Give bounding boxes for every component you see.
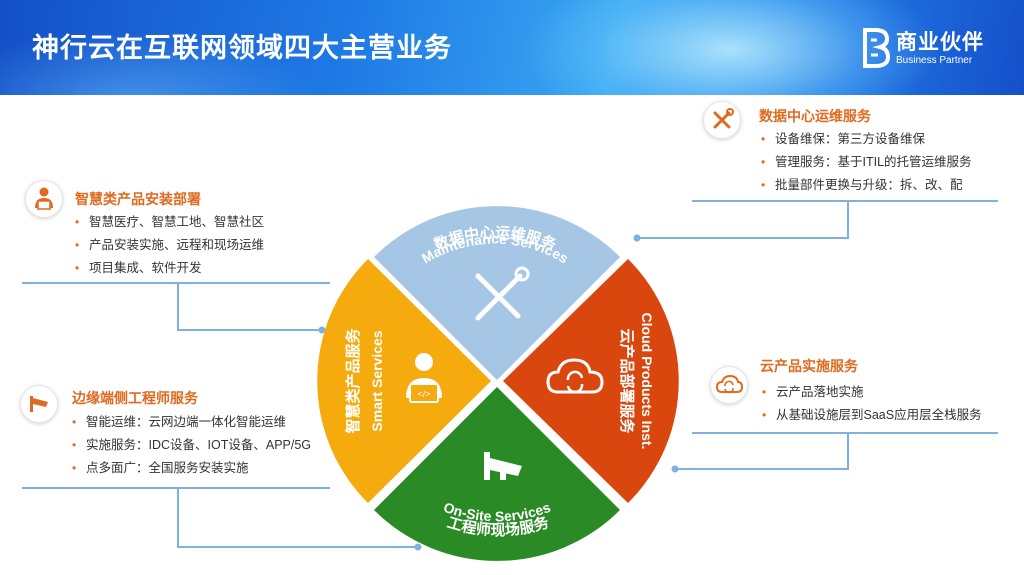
- cloud-title: 云产品实施服务: [760, 358, 858, 374]
- security-camera-icon: [30, 396, 48, 412]
- list-item: 从基础设施层到SaaS应用层全栈服务: [762, 404, 982, 427]
- block-cloud: 云产品实施服务 云产品落地实施 从基础设施层到SaaS应用层全栈服务: [710, 350, 1010, 430]
- wheel-left-label-cn: 智慧类产品服务: [344, 328, 362, 434]
- list-item: 管理服务：基于ITIL的托管运维服务: [761, 151, 972, 174]
- person-laptop-icon: </>: [406, 353, 442, 403]
- page-title: 神行云在互联网领域四大主营业务: [32, 33, 452, 63]
- wheel-segment-left: [317, 259, 491, 503]
- svg-text:</>: </>: [417, 389, 430, 399]
- wrench-screwdriver-icon: [713, 108, 734, 129]
- wrench-screwdriver-icon: [475, 266, 530, 321]
- cloud-list: 云产品落地实施 从基础设施层到SaaS应用层全栈服务: [762, 381, 982, 427]
- list-item: 实施服务：IDC设备、IOT设备、APP/5G: [72, 434, 311, 457]
- edge-icon-circle: [20, 385, 58, 423]
- wheel-right-label-cn: 云产品部署服务: [618, 328, 636, 434]
- block-edge: 边缘端侧工程师服务 智能运维：云网边端一体化智能运维 实施服务：IDC设备、IO…: [20, 383, 340, 483]
- cloud-sync-icon: [715, 374, 744, 394]
- brand-name-cn: 商业伙伴: [896, 31, 984, 54]
- datacenter-title: 数据中心运维服务: [759, 108, 871, 124]
- brand-name-en: Business Partner: [896, 55, 973, 66]
- security-camera-icon: [484, 452, 522, 480]
- smart-icon-circle: [25, 180, 63, 218]
- cloud-icon-circle: [710, 366, 748, 404]
- smart-list: 智慧医疗、智慧工地、智慧社区 产品安装实施、远程和现场运维 项目集成、软件开发: [75, 211, 264, 280]
- list-item: 批量部件更换与升级：拆、改、配: [761, 174, 972, 197]
- header-banner: 神行云在互联网领域四大主营业务 商业伙伴 Business Partner: [0, 0, 1024, 95]
- header-light-wave: [520, 0, 940, 95]
- edge-list: 智能运维：云网边端一体化智能运维 实施服务：IDC设备、IOT设备、APP/5G…: [72, 411, 311, 480]
- block-smart: 智慧类产品安装部署 智慧医疗、智慧工地、智慧社区 产品安装实施、远程和现场运维 …: [25, 178, 325, 280]
- wheel-right-label-en: Cloud Products Inst.: [639, 313, 655, 450]
- list-item: 项目集成、软件开发: [75, 257, 264, 280]
- brand-mark-icon: [863, 28, 890, 68]
- edge-title: 边缘端侧工程师服务: [72, 390, 198, 406]
- list-item: 设备维保：第三方设备维保: [761, 128, 972, 151]
- list-item: 云产品落地实施: [762, 381, 982, 404]
- smart-title: 智慧类产品安装部署: [75, 191, 201, 207]
- datacenter-icon-circle: [703, 101, 741, 139]
- block-datacenter: 数据中心运维服务 设备维保：第三方设备维保 管理服务：基于ITIL的托管运维服务…: [703, 96, 1003, 197]
- person-laptop-icon: [35, 187, 53, 210]
- list-item: 点多面广：全国服务安装实施: [72, 457, 311, 480]
- datacenter-list: 设备维保：第三方设备维保 管理服务：基于ITIL的托管运维服务 批量部件更换与升…: [761, 128, 972, 197]
- wheel-segment-right: [503, 259, 679, 503]
- list-item: 智慧医疗、智慧工地、智慧社区: [75, 211, 264, 234]
- list-item: 智能运维：云网边端一体化智能运维: [72, 411, 311, 434]
- list-item: 产品安装实施、远程和现场运维: [75, 234, 264, 257]
- wheel-left-label-en: Smart Services: [369, 330, 385, 431]
- cloud-sync-icon: [546, 358, 604, 394]
- wheel-segment-bottom: [374, 387, 620, 561]
